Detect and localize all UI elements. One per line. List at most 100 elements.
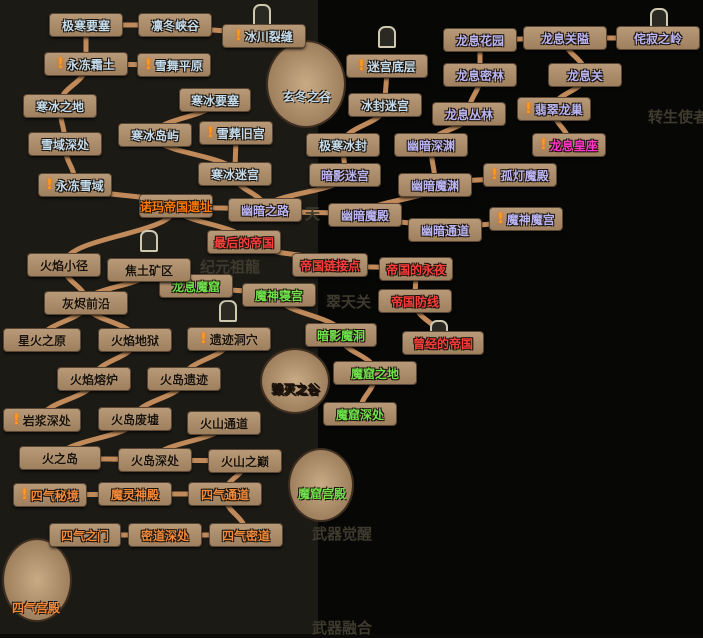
map-node-label: 魔神寝宫 xyxy=(254,288,303,303)
map-node-label: 暗影魔洞 xyxy=(316,328,365,343)
map-node-label: 火山通道 xyxy=(199,416,248,431)
map-node-dark[interactable]: 幽暗深渊 xyxy=(395,134,467,156)
gate-marker-icon[interactable] xyxy=(253,4,271,26)
map-node-dark[interactable]: !魔神魔宫 xyxy=(490,208,562,230)
map-node-demon[interactable]: 暗影魔洞 xyxy=(306,324,376,346)
map-node-ice[interactable]: 极寒冰封 xyxy=(307,134,379,156)
map-node-fire[interactable]: !岩浆深处 xyxy=(4,409,80,431)
map-node-label: 龙息皇座 xyxy=(549,138,598,153)
map-node-qi[interactable]: 四气密道 xyxy=(210,524,282,546)
map-node-ice[interactable]: 凛冬峡谷 xyxy=(139,14,211,36)
map-node-dark[interactable]: 幽暗魔渊 xyxy=(399,174,471,196)
map-node-fire[interactable]: 星火之原 xyxy=(4,329,80,351)
map-node-empire[interactable]: 最后的帝国 xyxy=(208,231,280,253)
map-node-fire[interactable]: 火山通道 xyxy=(188,412,260,434)
map-node-empire[interactable]: 帝国的永夜 xyxy=(380,258,452,280)
map-node-ice[interactable]: 极寒要塞 xyxy=(50,14,122,36)
gate-marker-icon[interactable] xyxy=(140,230,158,252)
map-node-fire[interactable]: 火焰小径 xyxy=(28,254,100,276)
map-node-dark[interactable]: 龙息密林 xyxy=(444,64,516,86)
map-node-fire[interactable]: !遗迹洞穴 xyxy=(188,328,270,350)
map-node-label: 四气通道 xyxy=(200,487,249,502)
quest-alert-icon: ! xyxy=(358,58,365,74)
map-node-label: 暗影迷宫 xyxy=(320,168,369,183)
map-node-qi[interactable]: 密道深处 xyxy=(129,524,201,546)
map-node-demon[interactable]: 魔窟之地 xyxy=(334,362,416,384)
map-node-ice[interactable]: !迷宫底层 xyxy=(347,55,427,77)
map-node-ice[interactable]: !永冻霜土 xyxy=(45,53,127,75)
map-node-dark[interactable]: 幽暗通道 xyxy=(409,219,481,241)
map-node-fire[interactable]: 火之岛 xyxy=(20,447,100,469)
hub-label[interactable]: 魔窟宫殿 xyxy=(298,487,347,501)
hub-island-icon[interactable] xyxy=(290,450,352,520)
map-node-label: 帝国防线 xyxy=(390,294,439,309)
map-node-label: 魔窟之地 xyxy=(350,366,399,381)
map-node-dark[interactable]: !翡翠龙巢 xyxy=(518,98,590,120)
hub-island-icon[interactable] xyxy=(268,42,344,126)
map-node-fire[interactable]: 火焰地狱 xyxy=(99,329,171,351)
quest-alert-icon: ! xyxy=(13,412,20,428)
map-node-dark[interactable]: 龙息关 xyxy=(549,64,621,86)
hub-label[interactable]: 四气宫殿 xyxy=(12,601,61,615)
background-label: 天 xyxy=(305,205,321,223)
map-node-dark[interactable]: !孤灯魔殿 xyxy=(484,164,556,186)
map-node-ice[interactable]: 冰封迷宫 xyxy=(349,94,421,116)
map-node-demon[interactable]: 魔神寝宫 xyxy=(243,284,315,306)
map-node-dark[interactable]: 龙息花园 xyxy=(444,29,516,51)
map-node-fire[interactable]: 灰烬前沿 xyxy=(45,292,127,314)
map-node-label: 寒冰迷宫 xyxy=(210,167,259,182)
map-node-dark[interactable]: 幽暗魔殿 xyxy=(329,204,401,226)
map-node-qi[interactable]: 四气通道 xyxy=(189,483,261,505)
map-node-label: 火焰熔炉 xyxy=(69,372,118,387)
map-node-throne[interactable]: !龙息皇座 xyxy=(533,134,605,156)
map-node-label: 最后的帝国 xyxy=(213,235,274,250)
map-node-ice[interactable]: 雪域深处 xyxy=(29,133,101,155)
map-node-dark[interactable]: 暗影迷宫 xyxy=(310,164,380,186)
map-node-ice[interactable]: 寒冰岛屿 xyxy=(119,124,191,146)
map-node-dark[interactable]: 龙息关隘 xyxy=(524,27,606,49)
map-node-dark[interactable]: 幽暗之路 xyxy=(229,199,301,221)
map-node-empire[interactable]: 帝国链接点 xyxy=(293,254,367,276)
map-node-label: 雪葬旧宫 xyxy=(216,126,265,141)
map-node-label: 幽暗通道 xyxy=(420,223,469,238)
map-node-dark[interactable]: 侘寂之岭 xyxy=(617,27,699,49)
map-node-label: 帝国的永夜 xyxy=(385,262,446,277)
map-node-label: 岩浆深处 xyxy=(22,413,71,428)
map-node-fire[interactable]: 火岛废墟 xyxy=(99,408,171,430)
map-node-label: 幽暗魔殿 xyxy=(340,208,389,223)
map-node-fire[interactable]: 火焰熔炉 xyxy=(58,368,130,390)
quest-alert-icon: ! xyxy=(57,56,64,72)
map-node-ice[interactable]: !永冻雪域 xyxy=(39,174,111,196)
map-node-qi[interactable]: !四气秘境 xyxy=(14,484,86,506)
map-node-fire[interactable]: 焦土矿区 xyxy=(108,259,190,281)
map-node-qi[interactable]: 四气之门 xyxy=(50,524,120,546)
map-node-label: 魔灵神殿 xyxy=(110,487,159,502)
map-node-ice[interactable]: !冰川裂缝 xyxy=(223,25,305,47)
map-node-label: 冰封迷宫 xyxy=(360,98,409,113)
map-node-empire[interactable]: 曾经的帝国 xyxy=(403,332,483,354)
map-node-fire[interactable]: 火岛遗迹 xyxy=(148,368,220,390)
map-node-ice[interactable]: 寒冰要塞 xyxy=(180,89,250,111)
map-node-demon[interactable]: 魔窟深处 xyxy=(324,403,396,425)
map-node-ice[interactable]: !雪葬旧宫 xyxy=(200,122,272,144)
map-node-empire[interactable]: 帝国防线 xyxy=(379,290,451,312)
map-node-label: 龙息花园 xyxy=(455,33,504,48)
map-node-fire[interactable]: 火山之巅 xyxy=(209,450,281,472)
gate-marker-icon[interactable] xyxy=(219,300,237,322)
hub-island-icon[interactable] xyxy=(4,540,70,620)
map-node-ice[interactable]: 寒冰之地 xyxy=(24,95,96,117)
map-node-label: 寒冰岛屿 xyxy=(130,128,179,143)
map-node-ice[interactable]: 寒冰迷宫 xyxy=(199,163,271,185)
background-label: 武器融合 xyxy=(312,619,373,637)
map-node-label: 翡翠龙巢 xyxy=(534,102,583,117)
hub-label[interactable]: 毁灭之谷 xyxy=(272,383,321,397)
map-node-ruins[interactable]: 诺玛帝国遗址 xyxy=(140,195,212,217)
map-node-label: 焦土矿区 xyxy=(124,263,173,278)
map-node-fire[interactable]: 火岛深处 xyxy=(119,449,191,471)
hub-label[interactable]: 玄冬之谷 xyxy=(283,90,332,104)
map-node-ice[interactable]: !雪舞平原 xyxy=(138,54,210,76)
map-node-dark[interactable]: 龙息丛林 xyxy=(433,103,505,125)
map-node-qi[interactable]: 魔灵神殿 xyxy=(99,483,171,505)
hub-island-icon[interactable] xyxy=(262,350,328,412)
gate-marker-icon[interactable] xyxy=(378,26,396,48)
